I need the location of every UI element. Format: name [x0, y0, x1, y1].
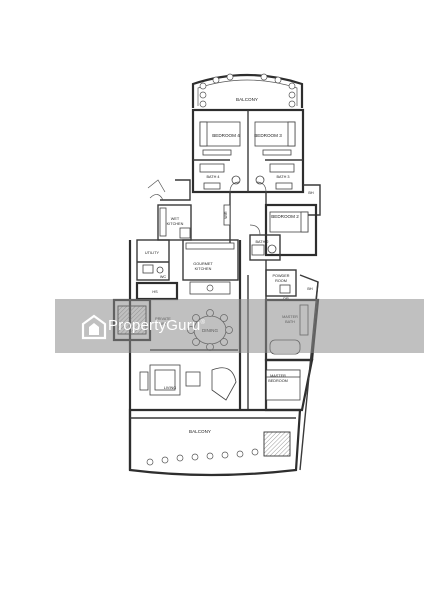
- label-powder-1: POWDER: [272, 274, 289, 278]
- label-bath-3: BATH 3: [276, 175, 289, 179]
- bedrooms-top-block: BEDROOM 4 BEDROOM 3 BATH 4 BATH 3: [191, 108, 305, 194]
- balcony-bottom-plants: [146, 448, 259, 466]
- utility-wc: UTILITY WC: [128, 239, 170, 470]
- label-balcony-bottom: BALCONY: [189, 429, 211, 434]
- watermark-brand: PropertyGuru: [108, 317, 201, 334]
- household-shelter: HS: [135, 281, 179, 301]
- watermark-trademark: ®: [200, 320, 206, 326]
- label-bedroom-4: BEDROOM 4: [212, 133, 240, 138]
- watermark-text: PropertyGuru®: [108, 317, 205, 334]
- wet-kitchen: WET KITCHEN: [147, 179, 192, 241]
- watermark-band: [55, 299, 424, 353]
- label-bh-1: BH: [308, 191, 314, 195]
- balcony-top-plants: [199, 73, 296, 108]
- label-balcony-top: BALCONY: [236, 97, 258, 102]
- label-master-bedroom-2: BEDROOM: [268, 379, 288, 383]
- label-living: LIVING: [164, 386, 176, 390]
- label-wet-kitchen-2: KITCHEN: [167, 222, 184, 226]
- kitchen-island: [189, 281, 231, 295]
- label-master-bedroom-1: MASTER: [270, 374, 286, 378]
- balcony-top: BALCONY: [191, 73, 304, 108]
- corridor-area: BH WIR: [223, 184, 321, 245]
- bedroom-2-block: BEDROOM 2 BATH 2: [249, 203, 318, 261]
- label-bedroom-2: BEDROOM 2: [271, 214, 299, 219]
- label-gourmet-2: KITCHEN: [195, 267, 212, 271]
- propertyguru-logo-icon: [81, 314, 107, 340]
- label-utility: UTILITY: [145, 251, 160, 255]
- label-bath-4: BATH 4: [206, 175, 219, 179]
- label-bath-2: BATH 2: [255, 240, 268, 244]
- master-bedroom: MASTER BEDROOM: [264, 358, 314, 412]
- label-wir: WIR: [224, 211, 228, 219]
- balcony-bottom: BALCONY: [128, 408, 302, 477]
- label-hs: HS: [152, 290, 158, 294]
- label-wet-kitchen-1: WET: [171, 217, 180, 221]
- powder-room-area: POWDER ROOM DR BH: [265, 269, 319, 301]
- label-bh-2: BH: [307, 287, 313, 291]
- label-powder-2: ROOM: [275, 279, 287, 283]
- piano: [211, 367, 237, 401]
- label-bedroom-3: BEDROOM 3: [254, 133, 282, 138]
- label-wc: WC: [160, 275, 167, 279]
- gourmet-kitchen: GOURMET KITCHEN: [182, 239, 239, 295]
- label-gourmet-1: GOURMET: [193, 262, 213, 266]
